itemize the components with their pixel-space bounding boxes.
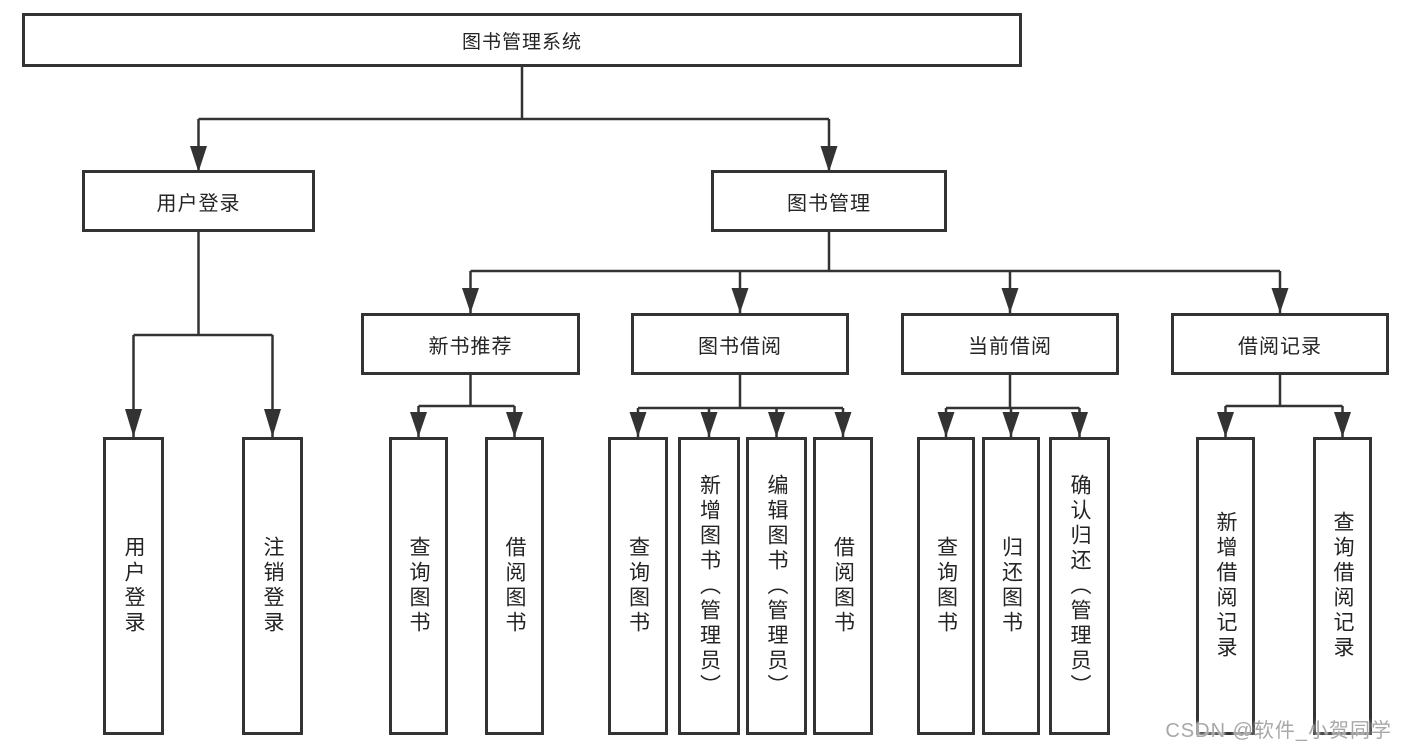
- leaf-borrow-books: 借阅图书: [813, 437, 873, 735]
- leaf-query-borrow-record: 查询借阅记录: [1313, 437, 1372, 735]
- connector-book-mgmt-to-level3: [462, 232, 1289, 313]
- leaf-query-books-newbooks: 查询图书: [389, 437, 448, 735]
- connector-user-login-to-leaves: [125, 232, 281, 437]
- node-library-system: 图书管理系统: [22, 13, 1022, 67]
- connector-book-borrow-to-leaves: [629, 375, 852, 437]
- leaf-user-login: 用户登录: [103, 437, 164, 735]
- node-user-login: 用户登录: [82, 170, 315, 232]
- leaf-add-books-admin: 新增图书（管理员）: [678, 437, 740, 735]
- leaf-label: 借阅图书: [831, 536, 855, 636]
- node-book-management: 图书管理: [711, 170, 947, 232]
- leaf-label: 用户登录: [122, 536, 145, 636]
- leaf-label: 注销登录: [261, 536, 284, 636]
- leaf-label: 查询图书: [626, 536, 650, 636]
- leaf-query-books-borrow: 查询图书: [608, 437, 668, 735]
- leaf-label: 确认归还（管理员）: [1068, 473, 1091, 699]
- connector-root-to-level2: [190, 67, 838, 172]
- csdn-watermark: CSDN @软件_小贺同学: [1165, 720, 1392, 742]
- node-book-borrow: 图书借阅: [631, 313, 849, 375]
- leaf-label: 归还图书: [999, 536, 1023, 636]
- leaf-label: 借阅图书: [503, 536, 526, 636]
- leaf-logout-login: 注销登录: [242, 437, 303, 735]
- leaf-edit-books-admin: 编辑图书（管理员）: [746, 437, 807, 735]
- node-current-borrow: 当前借阅: [901, 313, 1119, 375]
- leaf-label: 编辑图书（管理员）: [765, 473, 788, 699]
- node-new-book-recommend: 新书推荐: [361, 313, 580, 375]
- connector-new-books-to-leaves: [410, 375, 523, 437]
- leaf-add-borrow-record: 新增借阅记录: [1196, 437, 1255, 735]
- connector-current-borrow-to-leaves: [937, 375, 1088, 437]
- leaf-label: 查询图书: [407, 536, 430, 636]
- leaf-label: 查询借阅记录: [1331, 511, 1354, 661]
- node-borrow-records: 借阅记录: [1171, 313, 1389, 375]
- connector-borrow-records-to-leaves: [1217, 375, 1351, 437]
- leaf-confirm-return-admin: 确认归还（管理员）: [1049, 437, 1110, 735]
- leaf-query-books-current: 查询图书: [917, 437, 975, 735]
- leaf-return-books: 归还图书: [982, 437, 1040, 735]
- leaf-label: 查询图书: [934, 536, 958, 636]
- leaf-borrow-books-newbooks: 借阅图书: [485, 437, 544, 735]
- leaf-label: 新增借阅记录: [1214, 511, 1237, 661]
- leaf-label: 新增图书（管理员）: [697, 473, 721, 699]
